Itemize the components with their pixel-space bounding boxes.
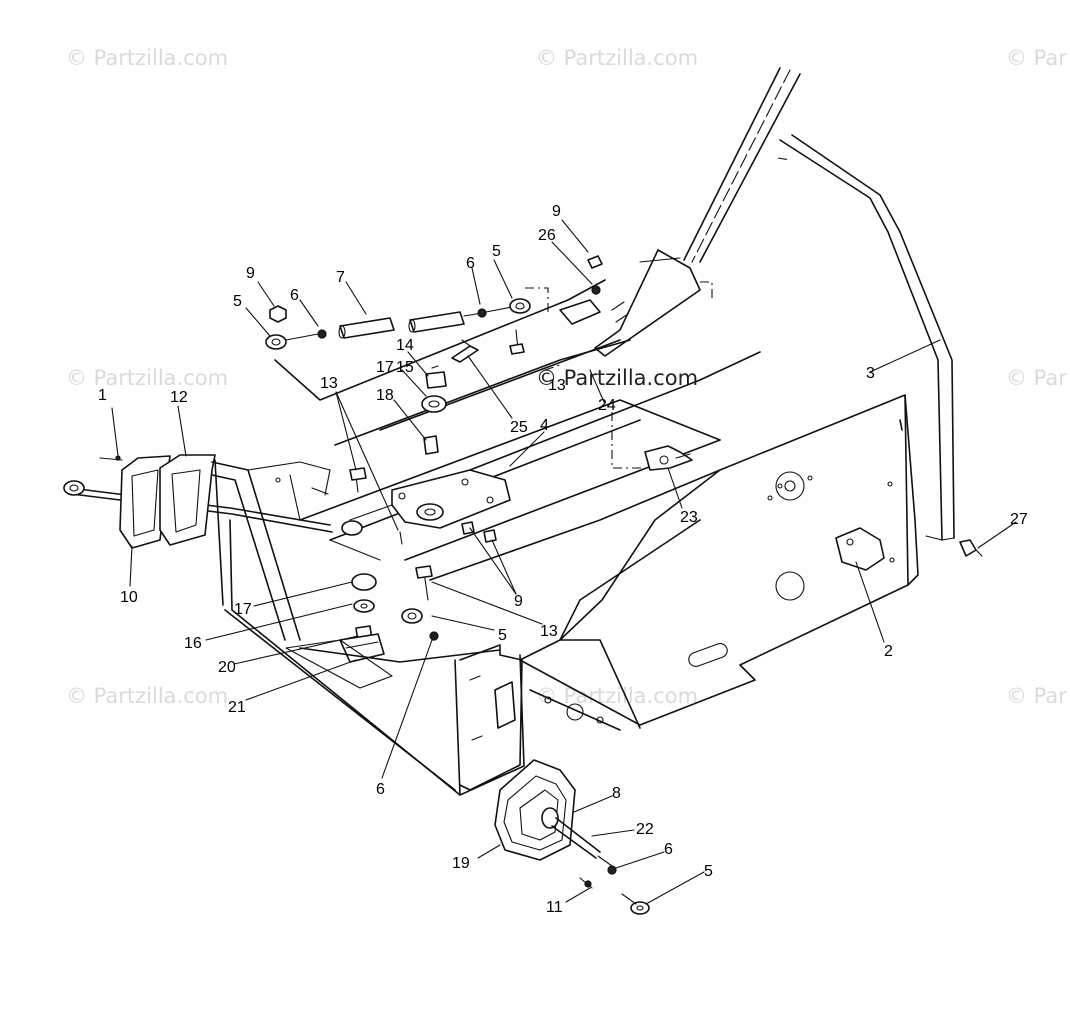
callout-1: 1 — [98, 387, 107, 404]
callout-5: 5 — [492, 243, 501, 260]
frame — [214, 67, 955, 796]
pivot-bracket — [341, 467, 511, 545]
pedal-pivot — [285, 539, 501, 689]
callout-6: 6 — [664, 841, 673, 858]
callout-15: 15 — [396, 359, 414, 376]
callout-21: 21 — [228, 699, 246, 716]
callout-12: 12 — [170, 389, 188, 406]
callout-13: 13 — [540, 623, 558, 640]
callout-9: 9 — [246, 265, 255, 282]
callout-19: 19 — [452, 855, 470, 872]
callout-6: 6 — [290, 287, 299, 304]
watermark: © Par — [1006, 46, 1067, 70]
watermark: © Partzilla.com — [66, 366, 229, 390]
linkage-rod — [265, 298, 531, 455]
callout-8: 8 — [612, 785, 621, 802]
callout-5: 5 — [233, 293, 242, 310]
callout-13: 13 — [320, 375, 338, 392]
callout-27: 27 — [1010, 511, 1028, 528]
callout-2: 2 — [884, 643, 893, 660]
steering-hardware — [559, 255, 983, 571]
callout-14: 14 — [396, 337, 414, 354]
callout-23: 23 — [680, 509, 698, 526]
watermark: © Par — [1006, 684, 1067, 708]
callout-20: 20 — [218, 659, 236, 676]
callout-17: 17 — [376, 359, 394, 376]
callout-9: 9 — [552, 203, 561, 220]
callout-13: 13 — [548, 377, 566, 394]
watermark: © Partzilla.com — [66, 46, 229, 70]
callout-3: 3 — [866, 365, 875, 382]
watermark: © Partzilla.com — [536, 366, 699, 390]
callout-17: 17 — [234, 601, 252, 618]
callout-5: 5 — [704, 863, 713, 880]
callout-11: 11 — [546, 899, 563, 916]
callout-26: 25 — [510, 419, 528, 436]
callout-24: 24 — [598, 397, 616, 414]
watermark: © Par — [1006, 366, 1067, 390]
callout-18: 18 — [376, 387, 394, 404]
callout-16: 16 — [184, 635, 202, 652]
callout-9: 9 — [514, 593, 523, 610]
callout-25: 26 — [538, 227, 556, 244]
pedal-assembly — [63, 454, 333, 641]
leader-lines — [111, 219, 1017, 905]
callout-5: 5 — [498, 627, 507, 644]
callout-10: 10 — [120, 589, 138, 606]
callout-6: 6 — [466, 255, 475, 272]
callout-4: 4 — [540, 417, 549, 434]
callout-6: 6 — [376, 781, 385, 798]
pedal-boot — [494, 759, 650, 915]
callout-22: 22 — [636, 821, 654, 838]
callout-labels: 9 5 6 7 6 5 9 26 3 14 15 17 18 13 25 4 2… — [98, 203, 1028, 916]
callout-7: 7 — [336, 269, 345, 286]
watermark: © Partzilla.com — [66, 684, 229, 708]
watermark: © Partzilla.com — [536, 46, 699, 70]
